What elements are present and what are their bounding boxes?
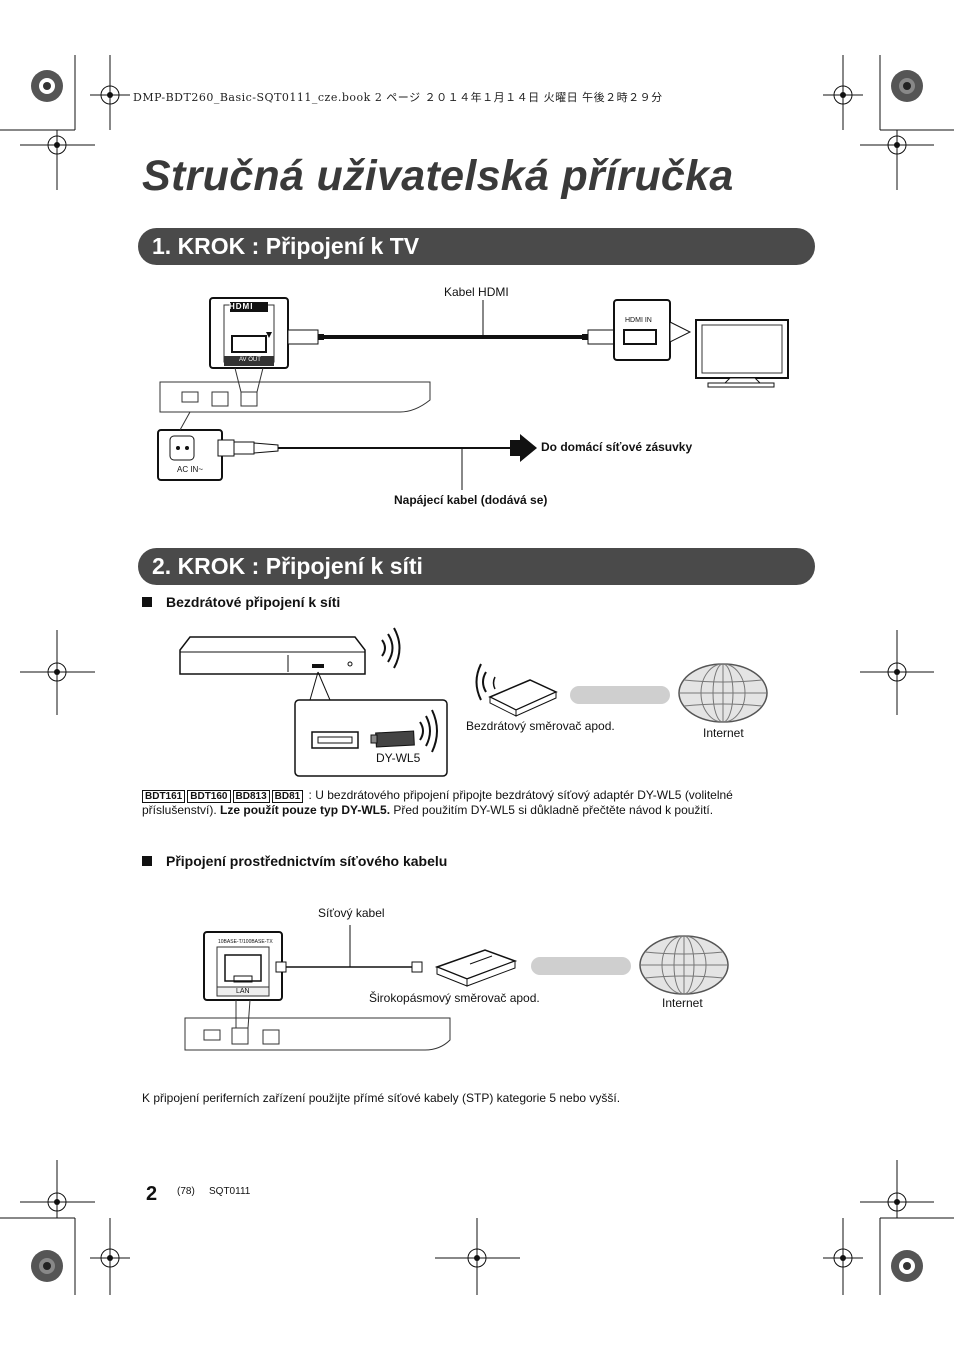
- page-ref: (78): [177, 1186, 195, 1197]
- lan-port-label: LAN: [236, 988, 250, 995]
- broadband-router-label: Širokopásmový směrovač apod.: [369, 991, 540, 1005]
- page-title: Stručná uživatelská příručka: [142, 152, 734, 200]
- wireless-router-label: Bezdrátový směrovač apod.: [466, 719, 615, 733]
- power-cable-label: Napájecí kabel (dodává se): [394, 493, 548, 507]
- file-info-line: DMP-BDT260_Basic-SQT0111_cze.book 2 ページ …: [133, 91, 663, 104]
- wireless-heading: Bezdrátové připojení k síti: [142, 594, 340, 610]
- doc-code: SQT0111: [209, 1186, 251, 1197]
- hdmi-port-label: HDMI: [229, 302, 254, 311]
- cable-footnote: K připojení periferních zařízení použijt…: [142, 1091, 621, 1105]
- lan-speed-label: 10BASE-T/100BASE-TX: [218, 939, 273, 945]
- page-number: 2: [146, 1183, 158, 1205]
- outlet-label: Do domácí síťové zásuvky: [541, 440, 693, 454]
- internet-label-2: Internet: [662, 996, 703, 1010]
- bullet-square-icon: [142, 856, 152, 866]
- step1-banner: 1. KROK : Připojení k TV: [138, 228, 815, 265]
- hdmi-in-label: HDMI IN: [625, 317, 652, 324]
- ac-in-label: AC IN~: [177, 465, 204, 474]
- bullet-square-icon: [142, 597, 152, 607]
- lan-cable-label: Síťový kabel: [318, 906, 385, 920]
- dongle-label: DY-WL5: [376, 751, 421, 765]
- wired-heading: Připojení prostřednictvím síťového kabel…: [142, 853, 447, 869]
- hdmi-cable-label: Kabel HDMI: [444, 285, 509, 299]
- av-out-label: AV OUT: [239, 357, 261, 363]
- registration-target-icon: [31, 70, 923, 1282]
- internet-label: Internet: [703, 726, 744, 740]
- step2-banner: 2. KROK : Připojení k síti: [138, 548, 815, 585]
